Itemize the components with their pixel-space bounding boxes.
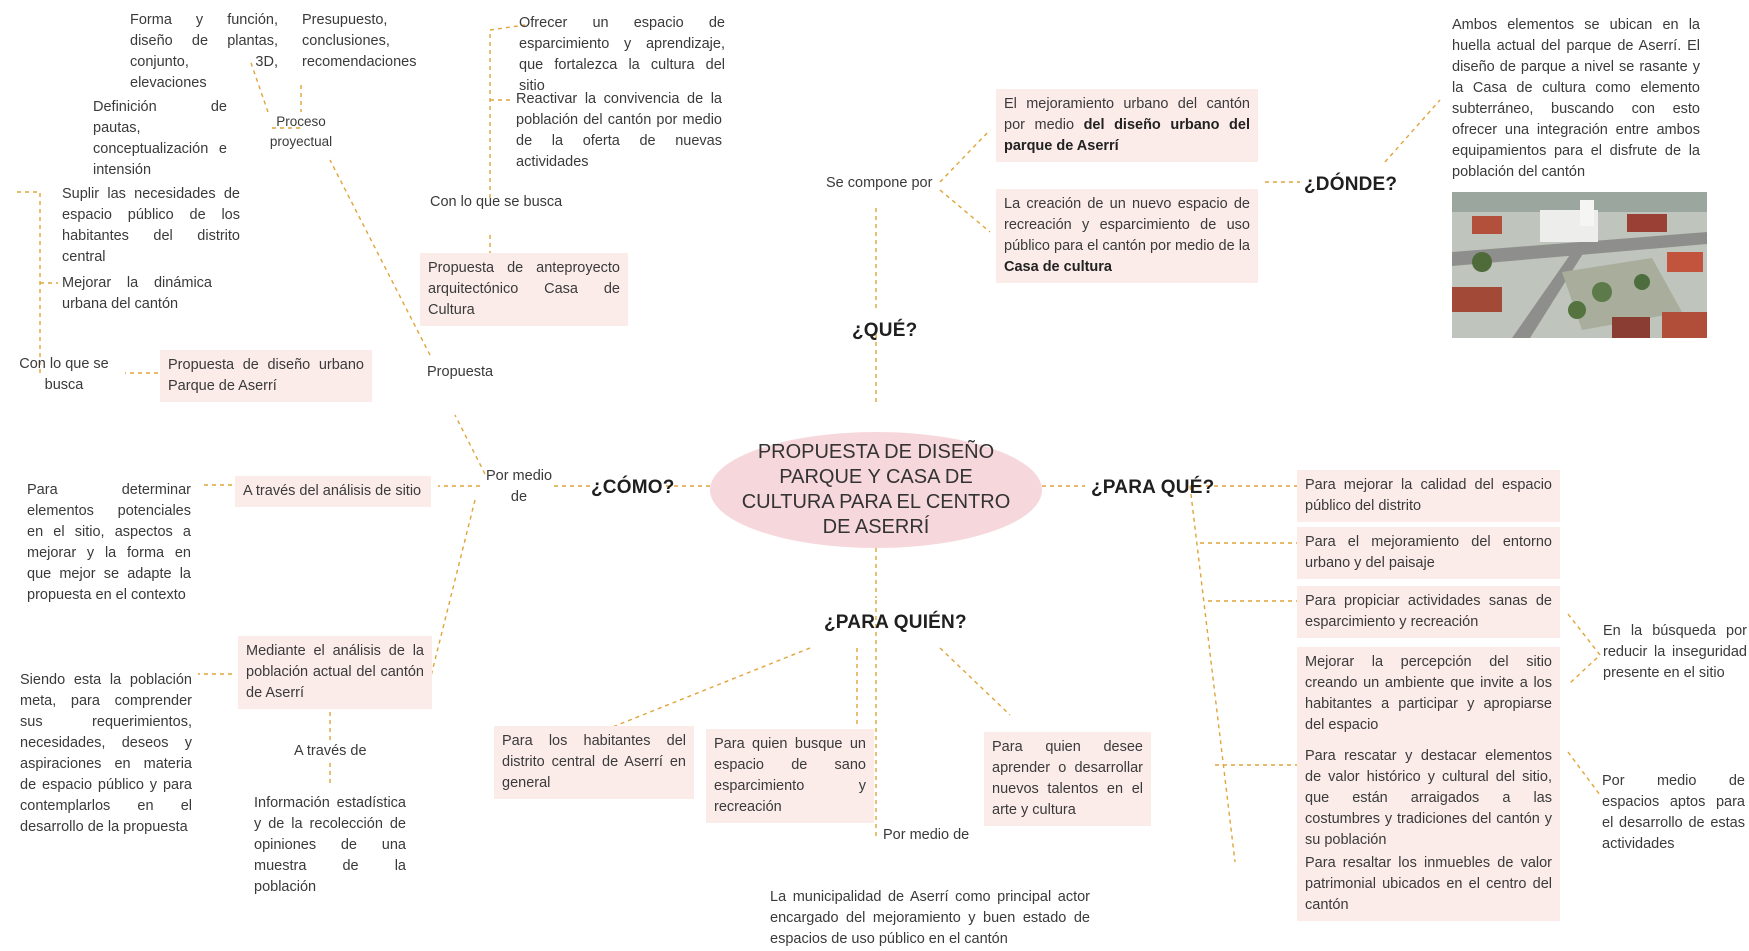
como-informacion: Información estadística y de la recolecc… <box>254 795 406 895</box>
como-por-medio-de: Por medio de <box>485 468 553 505</box>
que-item-cultura-bold: Casa de cultura <box>1004 259 1112 275</box>
para-que-calidad: Para mejorar la calidad del espacio públ… <box>1297 470 1560 522</box>
para-que-actividades: Para propiciar actividades sanas de espa… <box>1297 586 1560 638</box>
que-item-urban: El mejoramiento urbano del cantón por me… <box>996 89 1258 162</box>
que-item-cultura: La creación de un nuevo espacio de recre… <box>996 189 1258 283</box>
que-item-cultura-text: La creación de un nuevo espacio de recre… <box>1004 196 1250 254</box>
para-quien-municipalidad: La municipalidad de Aserrí como principa… <box>770 889 1090 947</box>
para-quien-por-medio-de: Por medio de <box>883 827 970 843</box>
como-determinar: Para determinar elementos potenciales en… <box>27 482 191 603</box>
central-topic-title: PROPUESTA DE DISEÑO PARQUE Y CASA DE CUL… <box>741 441 1011 538</box>
como-propuesta-urbana: Propuesta de diseño urbano Parque de Ase… <box>160 350 372 402</box>
para-que-inmuebles: Para resaltar los inmuebles de valor pat… <box>1297 848 1560 921</box>
como-poblacion-meta: Siendo esta la población meta, para comp… <box>20 672 192 835</box>
como-anteproyecto: Propuesta de anteproyecto arquitectónico… <box>420 253 628 326</box>
que-connector: Se compone por <box>826 175 933 191</box>
como-suplir: Suplir las necesidades de espacio públic… <box>62 186 240 265</box>
aerial-photo <box>1452 192 1707 338</box>
como-reactivar: Reactivar la convivencia de la población… <box>516 91 722 170</box>
para-que-rescatar: Para rescatar y destacar elementos de va… <box>1297 741 1560 856</box>
como-presupuesto: Presupuesto, conclusiones, recomendacion… <box>302 12 417 70</box>
como-mejorar-dinamica: Mejorar la dinámica urbana del cantón <box>62 275 212 312</box>
aerial-photo-illustration <box>1452 192 1707 338</box>
como-proceso: Proceso proyectual <box>269 114 333 149</box>
heading-para-que: ¿PARA QUÉ? <box>1091 477 1215 498</box>
para-que-percepcion: Mejorar la percepción del sitio creando … <box>1297 647 1560 741</box>
para-quien-busque: Para quien busque un espacio de sano esp… <box>706 729 874 823</box>
como-analisis-poblacion: Mediante el análisis de la población act… <box>238 636 432 709</box>
heading-como: ¿CÓMO? <box>591 477 675 498</box>
para-que-espacios-aptos: Por medio de espacios aptos para el desa… <box>1602 773 1745 852</box>
como-pautas: Definición de pautas, conceptualización … <box>93 99 227 178</box>
para-que-inseguridad: En la búsqueda por reducir la insegurida… <box>1603 623 1747 681</box>
para-que-entorno: Para el mejoramiento del entorno urbano … <box>1297 527 1560 579</box>
heading-que: ¿QUÉ? <box>852 320 918 341</box>
como-ofrecer: Ofrecer un espacio de esparcimiento y ap… <box>519 15 725 94</box>
heading-donde: ¿DÓNDE? <box>1304 174 1398 195</box>
como-con-lo-que-se-busca-2: Con lo que se busca <box>19 356 109 393</box>
central-topic: PROPUESTA DE DISEÑO PARQUE Y CASA DE CUL… <box>710 432 1042 548</box>
como-analisis-sitio: A través del análisis de sitio <box>235 476 431 507</box>
que-item-urban-text: El mejoramiento urbano del cantón por me… <box>1004 96 1250 133</box>
como-a-traves-de: A través de <box>294 743 367 759</box>
para-quien-desee: Para quien desee aprender o desarrollar … <box>984 732 1151 826</box>
para-quien-habitantes: Para los habitantes del distrito central… <box>494 726 694 799</box>
como-forma: Forma y función, diseño de plantas, conj… <box>130 12 278 91</box>
heading-para-quien: ¿PARA QUIÉN? <box>824 612 967 633</box>
como-con-lo-que-se-busca-1: Con lo que se busca <box>430 194 563 210</box>
que-item-urban-bold: del diseño urbano del parque de Aserrí <box>1004 117 1250 154</box>
donde-description: Ambos elementos se ubican en la huella a… <box>1452 17 1700 180</box>
como-propuesta: Propuesta <box>427 364 494 380</box>
